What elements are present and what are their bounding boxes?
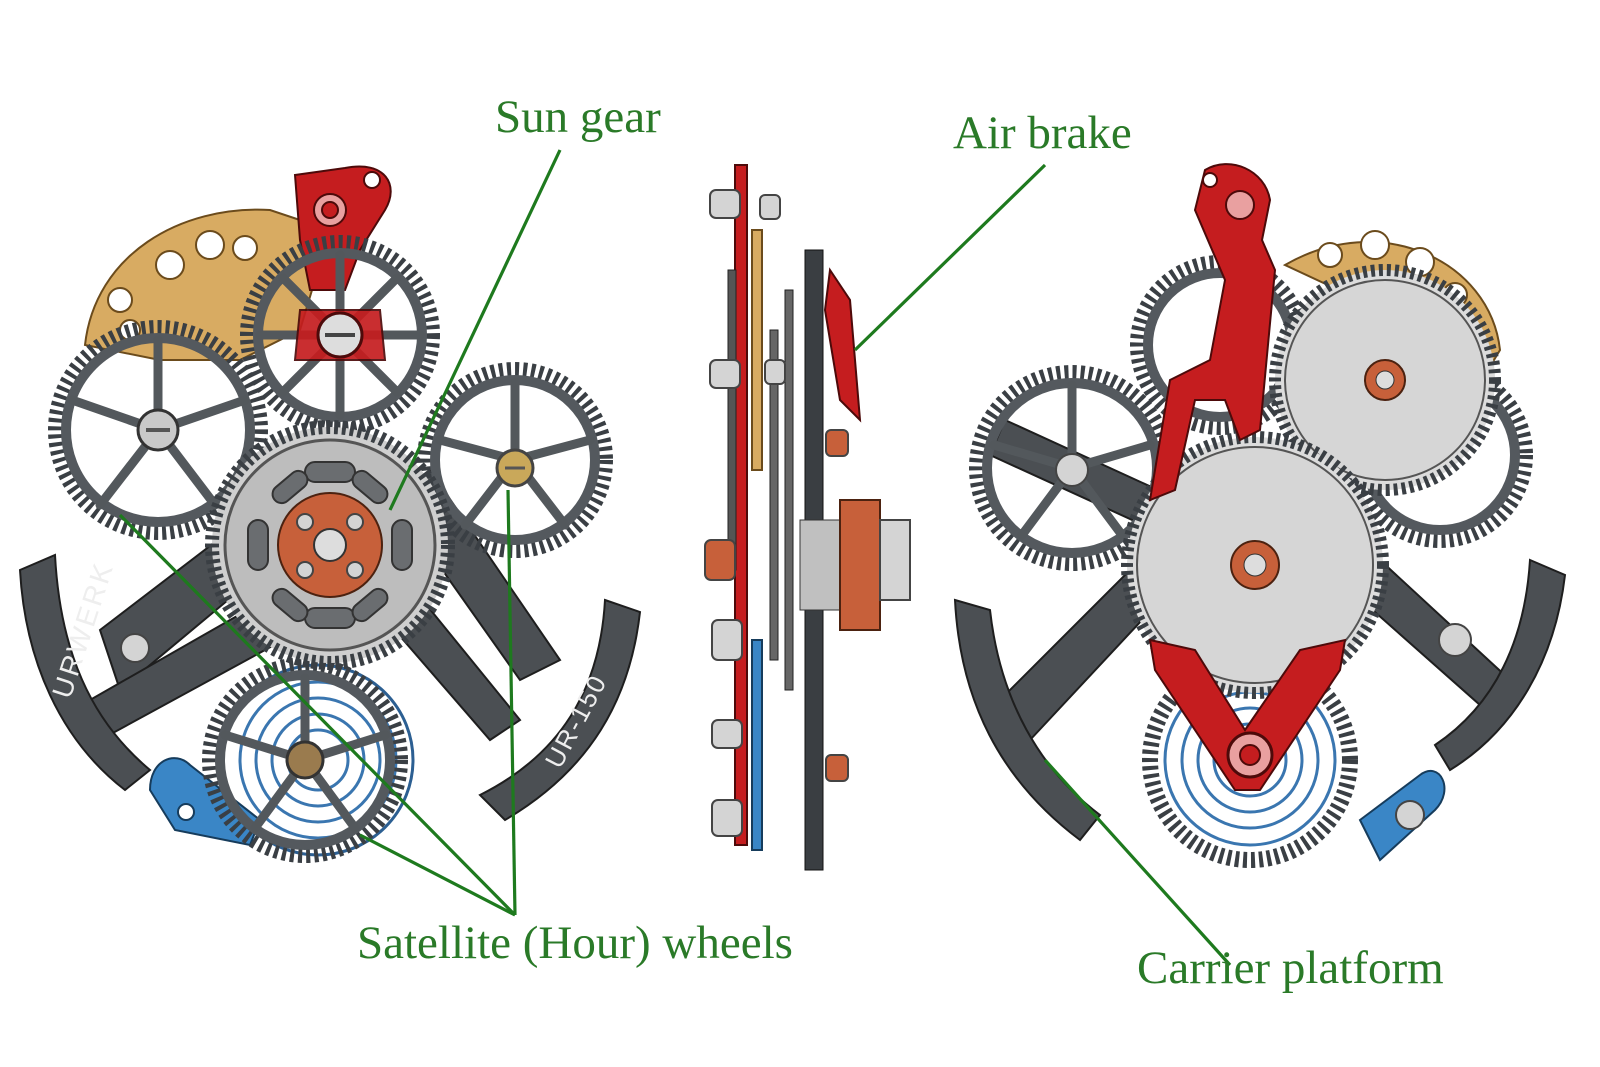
red-lever-back xyxy=(1148,163,1277,502)
satellite-leader-right xyxy=(506,489,517,916)
sun-gear-leader xyxy=(388,149,562,511)
carrier-platform-leader xyxy=(1043,758,1232,967)
wing-right xyxy=(478,598,642,822)
carrier-platform-wing-right xyxy=(1433,558,1567,772)
carrier-platform-label: Carrier platform xyxy=(1137,942,1444,994)
back-silver-gear-upper xyxy=(1269,264,1501,496)
satellite-wheels-label: Satellite (Hour) wheels xyxy=(357,917,793,969)
sun-gear xyxy=(205,420,455,670)
side-view-movement xyxy=(704,164,911,871)
satellite-leader-left xyxy=(118,513,517,917)
satellite-wheel-right xyxy=(417,362,613,558)
satellite-wheel-left xyxy=(48,320,268,540)
satellite-leader-bottom xyxy=(359,833,516,917)
air-brake-front xyxy=(293,309,387,361)
back-silver-gear-lower xyxy=(1121,431,1389,699)
air-brake-leader xyxy=(853,163,1047,352)
sun-gear-label: Sun gear xyxy=(495,91,661,143)
air-brake-label: Air brake xyxy=(953,107,1132,159)
wing-left xyxy=(18,553,152,792)
red-spring-fork xyxy=(1148,638,1347,791)
leader-lines xyxy=(118,149,1232,967)
front-view-movement: URWERK UR-150 xyxy=(18,165,642,863)
satellite-wheel-bottom xyxy=(202,657,408,863)
satellite-wheel-top xyxy=(240,235,440,435)
back-view-movement xyxy=(953,163,1567,868)
carrier-platform-wing-left xyxy=(953,598,1102,842)
